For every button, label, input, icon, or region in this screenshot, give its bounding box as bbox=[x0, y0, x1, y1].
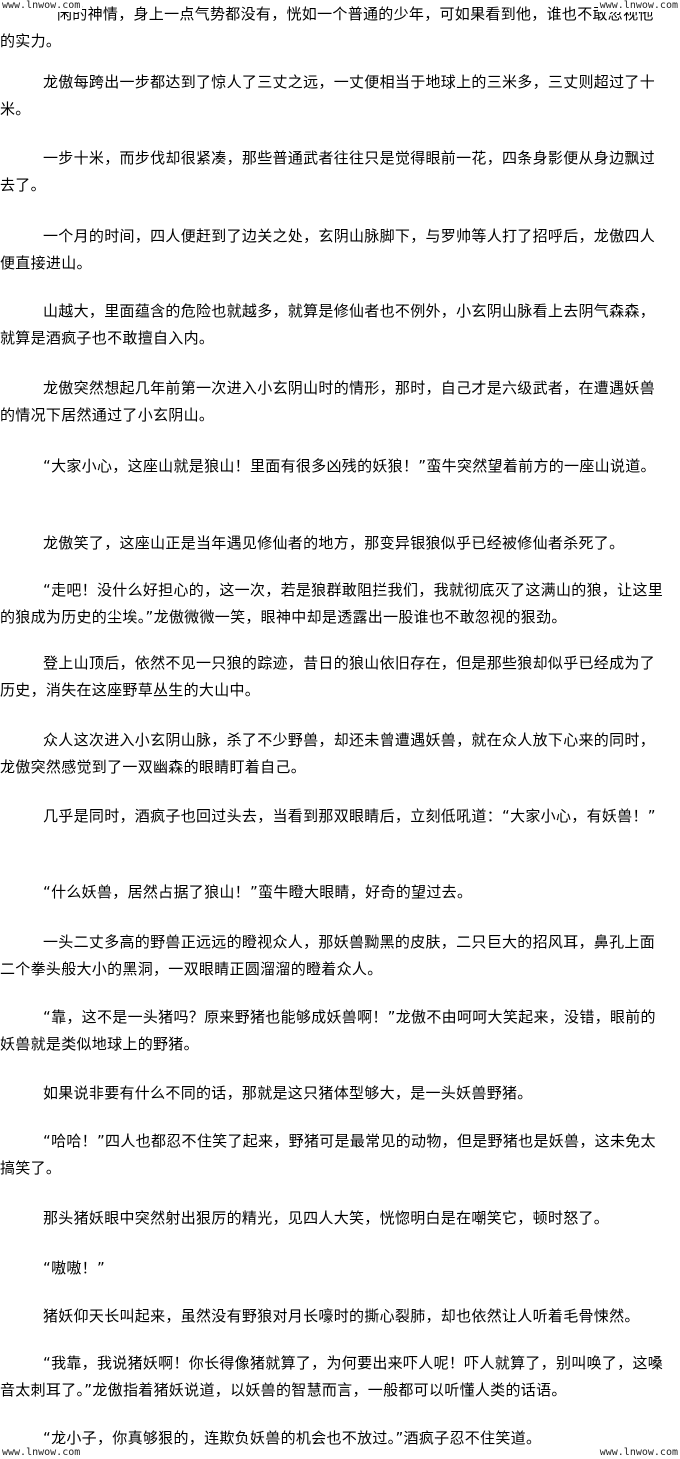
paragraph-5: 山越大，里面蕴含的危险也就越多，就算是修仙者也不例外，小玄阴山脉看上去阴气森森，… bbox=[0, 302, 656, 347]
paragraph-17: “哈哈！”四人也都忍不住笑了起来，野猪可是最常见的动物，但是野猪也是妖兽，这未免… bbox=[0, 1132, 656, 1177]
paragraph-4: 一个月的时间，四人便赶到了边关之处，玄阴山脉脚下，与罗帅等人打了招呼后，龙傲四人… bbox=[0, 227, 656, 272]
paragraph-18: 那头猪妖眼中突然射出狠厉的精光，见四人大笑，恍惚明白是在嘲笑它，顿时怒了。 bbox=[43, 1209, 610, 1227]
paragraph-7: “大家小心，这座山就是狼山！里面有很多凶残的妖狼！”蛮牛突然望着前方的一座山说道… bbox=[43, 457, 656, 475]
paragraph-15: “靠，这不是一头猪吗？原来野猪也能够成妖兽啊！”龙傲不由呵呵大笑起来，没错，眼前… bbox=[0, 1008, 656, 1053]
watermark-bottom-right: www.lnwow.com bbox=[597, 1447, 680, 1459]
paragraph-2: 龙傲每跨出一步都达到了惊人了三丈之远，一丈便相当于地球上的三米多，三丈则超过了十… bbox=[0, 73, 656, 118]
paragraph-21: “我靠，我说猪妖啊！你长得像猪就算了，为何要出来吓人呢！吓人就算了，别叫唤了，这… bbox=[0, 1354, 664, 1399]
watermark-bottom-left: www.lnwow.com bbox=[0, 1447, 83, 1459]
watermark-top-right: www.lnwow.com bbox=[597, 0, 680, 12]
paragraph-8: 龙傲笑了，这座山正是当年遇见修仙者的地方，那变异银狼似乎已经被修仙者杀死了。 bbox=[43, 534, 625, 552]
paragraph-14: 一头二丈多高的野兽正远远的瞪视众人，那妖兽黝黑的皮肤，二只巨大的招风耳，鼻孔上面… bbox=[0, 933, 656, 978]
paragraph-10: 登上山顶后，依然不见一只狼的踪迹，昔日的狼山依旧存在，但是那些狼却似乎已经成为了… bbox=[0, 654, 656, 699]
paragraph-22: “龙小子，你真够狠的，连欺负妖兽的机会也不放过。”酒疯子忍不住笑道。 bbox=[43, 1429, 542, 1447]
paragraph-6: 龙傲突然想起几年前第一次进入小玄阴山时的情形，那时，自己才是六级武者，在遭遇妖兽… bbox=[0, 379, 656, 424]
paragraph-13: “什么妖兽，居然占据了狼山！”蛮牛瞪大眼睛，好奇的望过去。 bbox=[43, 883, 473, 901]
paragraph-11: 众人这次进入小玄阴山脉，杀了不少野兽，却还未曾遭遇妖兽，就在众人放下心来的同时，… bbox=[0, 731, 656, 776]
paragraph-19: “嗷嗷！” bbox=[43, 1259, 106, 1277]
paragraph-20: 猪妖仰天长叫起来，虽然没有野狼对月长嚎时的撕心裂肺，却也依然让人听着毛骨悚然。 bbox=[43, 1307, 640, 1325]
paragraph-12: 几乎是同时，酒疯子也回过头去，当看到那双眼睛后，立刻低吼道：“大家小心，有妖兽！… bbox=[43, 807, 656, 825]
paragraph-16: 如果说非要有什么不同的话，那就是这只猪体型够大，是一头妖兽野猪。 bbox=[43, 1084, 533, 1102]
paragraph-3: 一步十米，而步伐却很紧凑，那些普通武者往往只是觉得眼前一花，四条身影便从身边飘过… bbox=[0, 149, 656, 194]
watermark-top-left: www.lnwow.com bbox=[0, 0, 83, 12]
paragraph-9: “走吧！没什么好担心的，这一次，若是狼群敢阻拦我们，我就彻底灭了这满山的狼，让这… bbox=[0, 581, 664, 626]
paragraph-1: 闲的神情，身上一点气势都没有，恍如一个普通的少年，可如果看到他，谁也不敢忽视他的… bbox=[0, 5, 654, 50]
